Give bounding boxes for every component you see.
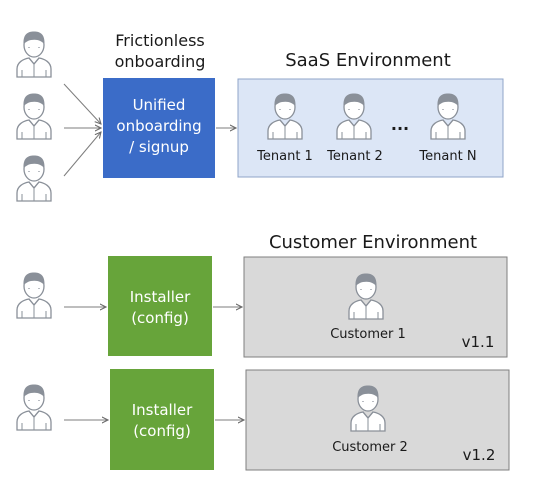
user-icon bbox=[16, 92, 52, 140]
saas-environment-title: SaaS Environment bbox=[285, 50, 451, 71]
customer-label: Customer 2 bbox=[332, 440, 408, 455]
onboarding-box-line1: Unified bbox=[133, 96, 186, 114]
arrow bbox=[63, 83, 101, 124]
version-label: v1.2 bbox=[463, 446, 496, 464]
tenant-ellipsis: ... bbox=[391, 115, 409, 134]
user-icon bbox=[16, 271, 52, 319]
user-icon bbox=[16, 154, 52, 202]
version-label: v1.1 bbox=[462, 333, 495, 351]
onboarding-box-line2: onboarding bbox=[116, 117, 201, 135]
installer-line1: Installer bbox=[130, 288, 191, 306]
customer-label: Customer 1 bbox=[330, 327, 406, 342]
installer-box bbox=[110, 369, 214, 470]
installer-line1: Installer bbox=[132, 401, 193, 419]
unified-onboarding-box bbox=[103, 78, 215, 178]
installer-box bbox=[108, 256, 212, 356]
installer-line2: (config) bbox=[131, 309, 189, 327]
installer-line2: (config) bbox=[133, 422, 191, 440]
onboarding-title-line2: onboarding bbox=[115, 52, 206, 71]
tenant-label: Tenant 1 bbox=[256, 149, 313, 164]
tenant-label: Tenant N bbox=[418, 149, 476, 164]
onboarding-title-line1: Frictionless bbox=[115, 31, 204, 50]
user-icon bbox=[16, 383, 52, 431]
onboarding-box-line3: / signup bbox=[129, 138, 189, 156]
arrow bbox=[63, 132, 101, 177]
tenant-label: Tenant 2 bbox=[326, 149, 383, 164]
user-icon bbox=[16, 30, 52, 78]
customer-environment-title: Customer Environment bbox=[269, 232, 477, 253]
